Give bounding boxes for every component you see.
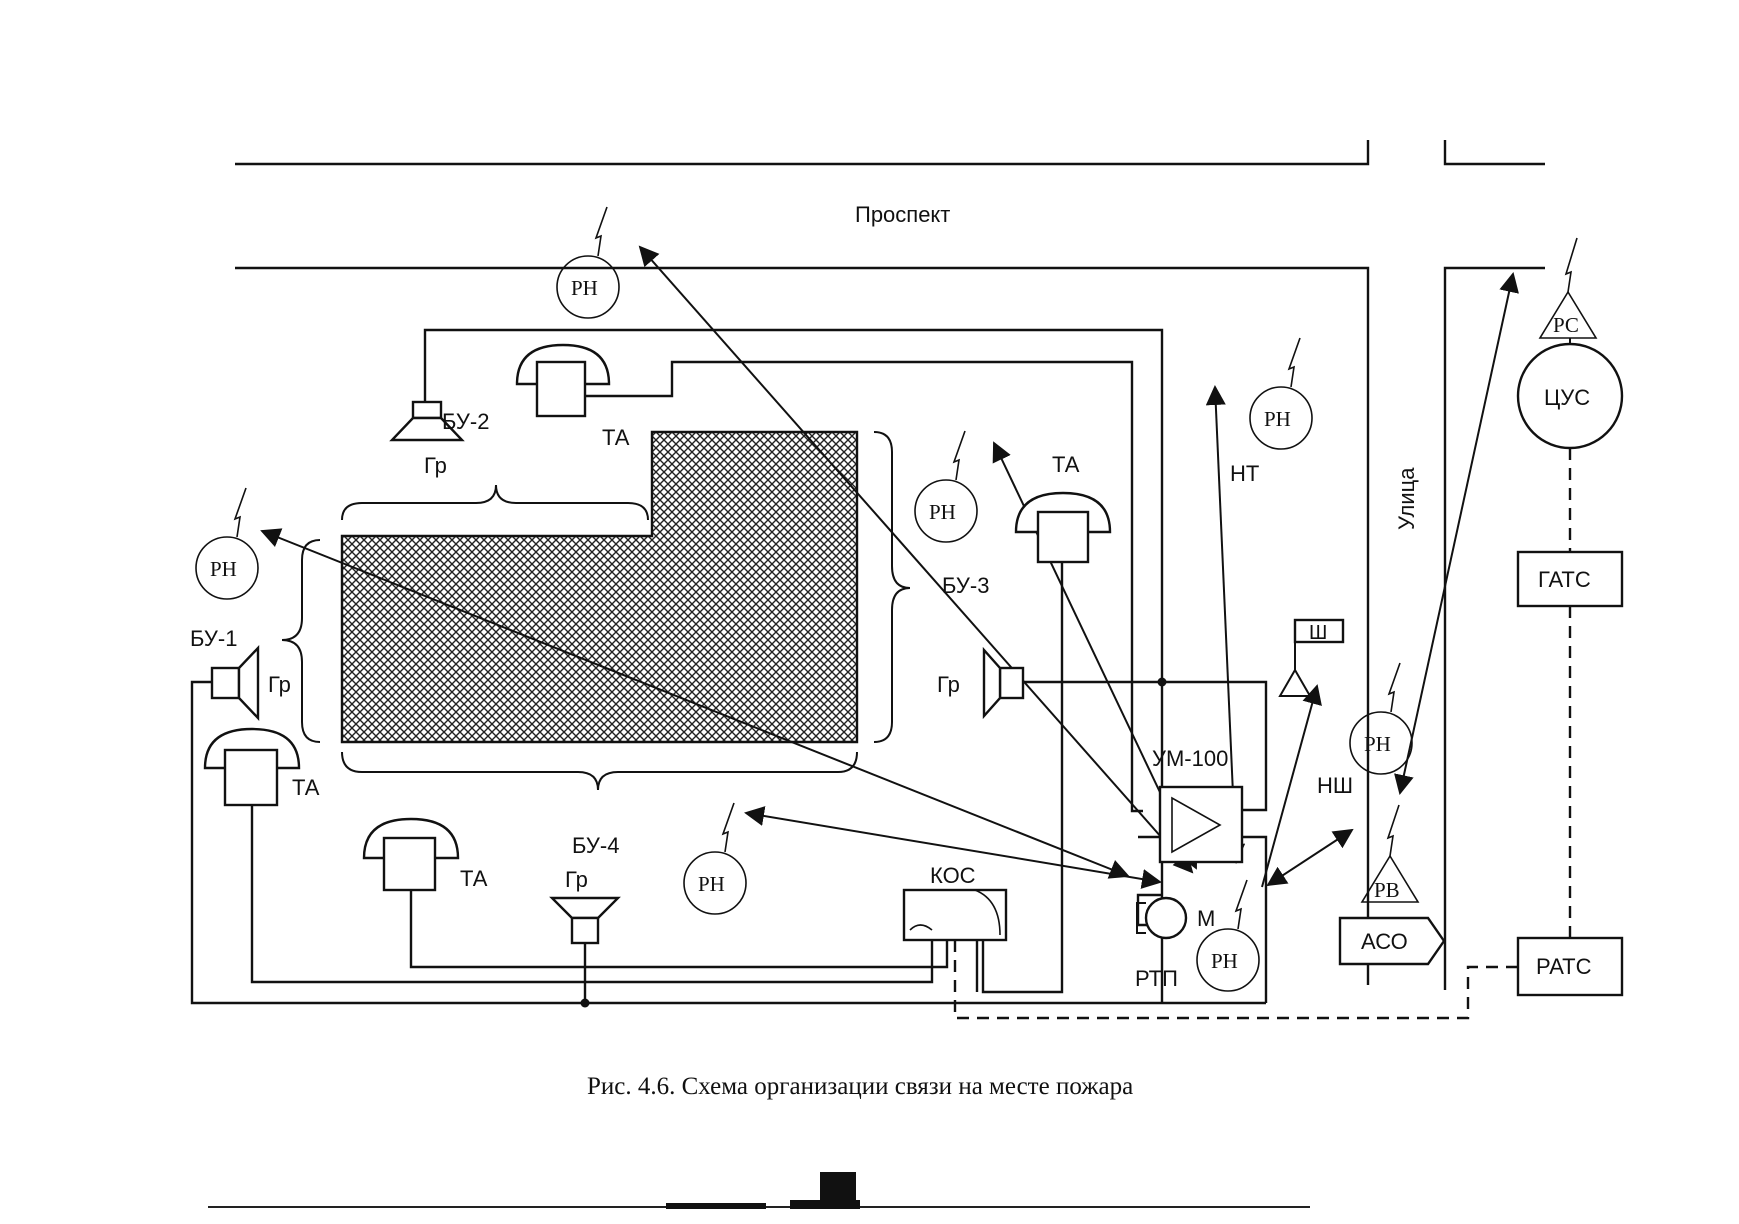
label-kos: КОС <box>930 863 976 888</box>
radio-rn-2 <box>195 487 259 600</box>
label-gats: ГАТС <box>1538 567 1591 592</box>
label-gr-bu1: Гр <box>268 672 291 697</box>
zone-brace-left <box>281 539 321 743</box>
label-bu2: БУ-2 <box>442 409 489 434</box>
label-gr-bu3: Гр <box>937 672 960 697</box>
label-rn-4: РН <box>1264 407 1291 431</box>
label-gr-bu2: Гр <box>424 453 447 478</box>
label-aso: АСО <box>1361 929 1408 954</box>
dashed-links <box>953 448 1572 1020</box>
amplifier-um100 <box>1158 785 1244 864</box>
microphone-icon <box>1136 896 1188 940</box>
burning-building <box>340 430 859 744</box>
zone-brace-top <box>341 484 649 521</box>
telephone-icon-bu1 <box>203 727 301 807</box>
label-ta-bu3: ТА <box>1052 452 1080 477</box>
loudspeaker-icon-bu4 <box>549 896 621 945</box>
radio-rs <box>1538 237 1598 339</box>
telephone-icon-bu2 <box>515 343 611 418</box>
zone-brace-bottom <box>341 751 858 791</box>
radio-rn-5 <box>683 802 747 915</box>
label-ta-bu2: ТА <box>602 425 630 450</box>
telephone-icon-bu4 <box>362 817 460 892</box>
label-ta-bu4: ТА <box>460 866 488 891</box>
label-rs: РС <box>1553 313 1579 337</box>
radio-links <box>260 245 1519 936</box>
label-rtp: РТП <box>1135 966 1178 991</box>
label-rn-7: РН <box>1211 949 1238 973</box>
kos-device <box>902 888 1008 942</box>
junction-dot <box>580 998 590 1008</box>
label-m: М <box>1197 906 1215 931</box>
label-nsh: НШ <box>1317 773 1353 798</box>
loudspeaker-icon-bu1 <box>210 644 260 722</box>
radio-rn-4 <box>1249 337 1313 450</box>
gats-node <box>1516 550 1624 608</box>
label-rn-2: РН <box>210 557 237 581</box>
aso-device <box>1338 916 1446 966</box>
label-rn-1: РН <box>571 276 598 300</box>
zone-brace-right <box>873 431 911 743</box>
label-tsus: ЦУС <box>1544 385 1590 410</box>
figure-caption: Рис. 4.6. Схема организации связи на мес… <box>587 1073 1133 1100</box>
label-ta-bu1: ТА <box>292 775 320 800</box>
label-rn-3: РН <box>929 500 956 524</box>
label-rv: РВ <box>1374 878 1400 902</box>
telephone-icon-bu3 <box>1014 491 1112 564</box>
radio-rn-3 <box>914 430 978 543</box>
label-sh: Ш <box>1309 622 1327 644</box>
loudspeaker-icon-bu2 <box>389 400 465 442</box>
label-um100: УМ-100 <box>1152 746 1228 771</box>
street-label-prospekt: Проспект <box>855 202 950 227</box>
radio-rn-7 <box>1196 879 1260 992</box>
rats-node <box>1516 936 1624 997</box>
label-rn-5: РН <box>698 872 725 896</box>
label-bu4: БУ-4 <box>572 833 619 858</box>
loudspeaker-icon-bu3 <box>982 646 1025 720</box>
label-bu3: БУ-3 <box>942 573 989 598</box>
radio-rn-1 <box>556 206 620 319</box>
radio-rn-6 <box>1349 662 1413 775</box>
label-gr-bu4: Гр <box>565 867 588 892</box>
scan-artifact <box>208 1172 1310 1209</box>
sh-antenna <box>1278 618 1345 697</box>
label-rn-6: РН <box>1364 732 1391 756</box>
radio-rv <box>1360 804 1420 903</box>
junction-dot <box>1157 677 1167 687</box>
label-rats: РАТС <box>1536 954 1592 979</box>
street-label-ulitsa: Улица <box>1394 467 1419 530</box>
label-bu1: БУ-1 <box>190 626 237 651</box>
label-nt: НТ <box>1230 461 1259 486</box>
